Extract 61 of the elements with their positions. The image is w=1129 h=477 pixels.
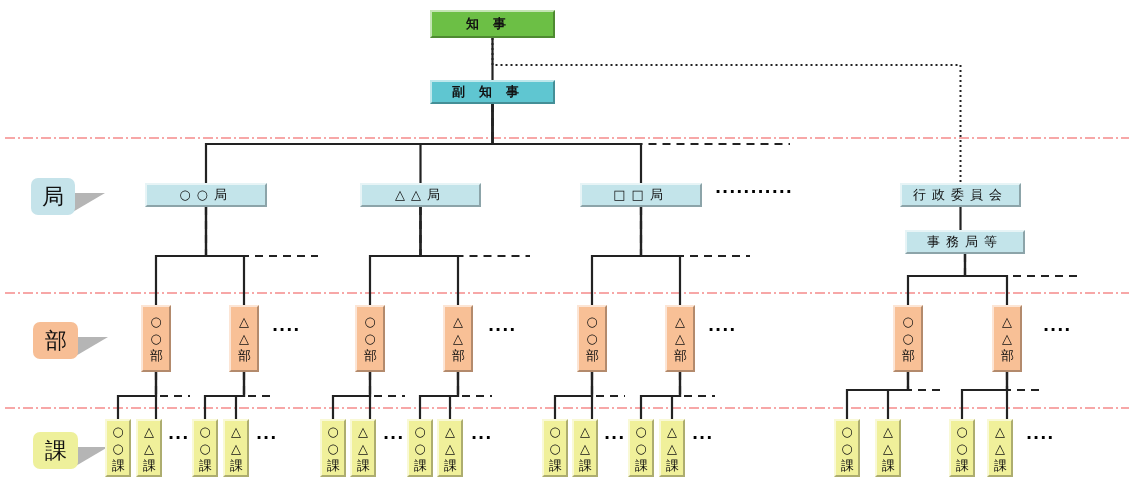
section-box: △△課 bbox=[572, 419, 598, 477]
section-box: ○○課 bbox=[407, 419, 433, 477]
department-box: △△部 bbox=[443, 305, 473, 372]
level-tag: 部 bbox=[33, 322, 78, 359]
department-box: △△部 bbox=[665, 305, 695, 372]
department-box: ○○部 bbox=[577, 305, 607, 372]
connector bbox=[959, 207, 962, 230]
connector bbox=[154, 372, 158, 419]
connector bbox=[204, 207, 246, 305]
section-box: △△課 bbox=[223, 419, 249, 477]
section-box: ○○課 bbox=[628, 419, 654, 477]
ellipsis-dots: ···· bbox=[488, 320, 517, 339]
section-box: △△課 bbox=[987, 419, 1013, 477]
connector bbox=[639, 207, 682, 305]
ellipsis-dots: ··· bbox=[471, 428, 493, 447]
level-tag: 課 bbox=[33, 432, 78, 469]
section-box: ○○課 bbox=[192, 419, 218, 477]
ellipsis-dots: ··· bbox=[692, 428, 714, 447]
executive-box: 知事 bbox=[430, 10, 555, 38]
section-box: ○○課 bbox=[834, 419, 860, 477]
bureau-box: 行政委員会 bbox=[900, 183, 1021, 207]
ellipsis-dots: ··········· bbox=[715, 182, 793, 201]
department-box: ○○部 bbox=[141, 305, 171, 372]
connector bbox=[491, 104, 643, 183]
connector bbox=[1005, 372, 1009, 419]
ellipsis-dots: ···· bbox=[1043, 320, 1072, 339]
connector bbox=[886, 372, 910, 419]
department-box: ○○部 bbox=[893, 305, 923, 372]
executive-box: 副知事 bbox=[430, 80, 555, 104]
connector bbox=[448, 372, 460, 419]
connector bbox=[963, 254, 1009, 305]
bureau-box: △△局 bbox=[360, 183, 481, 207]
section-box: ○○課 bbox=[542, 419, 568, 477]
section-box: ○○課 bbox=[320, 419, 346, 477]
ellipsis-dots: ···· bbox=[1026, 428, 1055, 447]
ellipsis-dots: ···· bbox=[272, 320, 301, 339]
connector bbox=[670, 372, 682, 419]
ellipsis-dots: ··· bbox=[604, 428, 626, 447]
department-box: △△部 bbox=[229, 305, 259, 372]
department-box: ○○部 bbox=[355, 305, 385, 372]
connector bbox=[590, 372, 594, 419]
connector bbox=[368, 372, 372, 419]
department-box: △△部 bbox=[992, 305, 1022, 372]
section-box: △△課 bbox=[875, 419, 901, 477]
section-box: ○○課 bbox=[105, 419, 131, 477]
bureau-box: ○○局 bbox=[145, 183, 267, 207]
section-box: ○○課 bbox=[949, 419, 975, 477]
bureau-box: 事務局等 bbox=[905, 230, 1025, 254]
section-box: △△課 bbox=[659, 419, 685, 477]
connector bbox=[491, 38, 494, 80]
ellipsis-dots: ··· bbox=[256, 428, 278, 447]
ellipsis-dots: ···· bbox=[708, 320, 737, 339]
ellipsis-dots: ··· bbox=[383, 428, 405, 447]
connector bbox=[234, 372, 246, 419]
level-tag: 局 bbox=[31, 178, 75, 215]
section-box: △△課 bbox=[350, 419, 376, 477]
ellipsis-dots: ··· bbox=[168, 428, 190, 447]
section-box: △△課 bbox=[136, 419, 162, 477]
bureau-box: □□局 bbox=[580, 183, 702, 207]
connector bbox=[419, 207, 460, 305]
section-box: △△課 bbox=[437, 419, 463, 477]
